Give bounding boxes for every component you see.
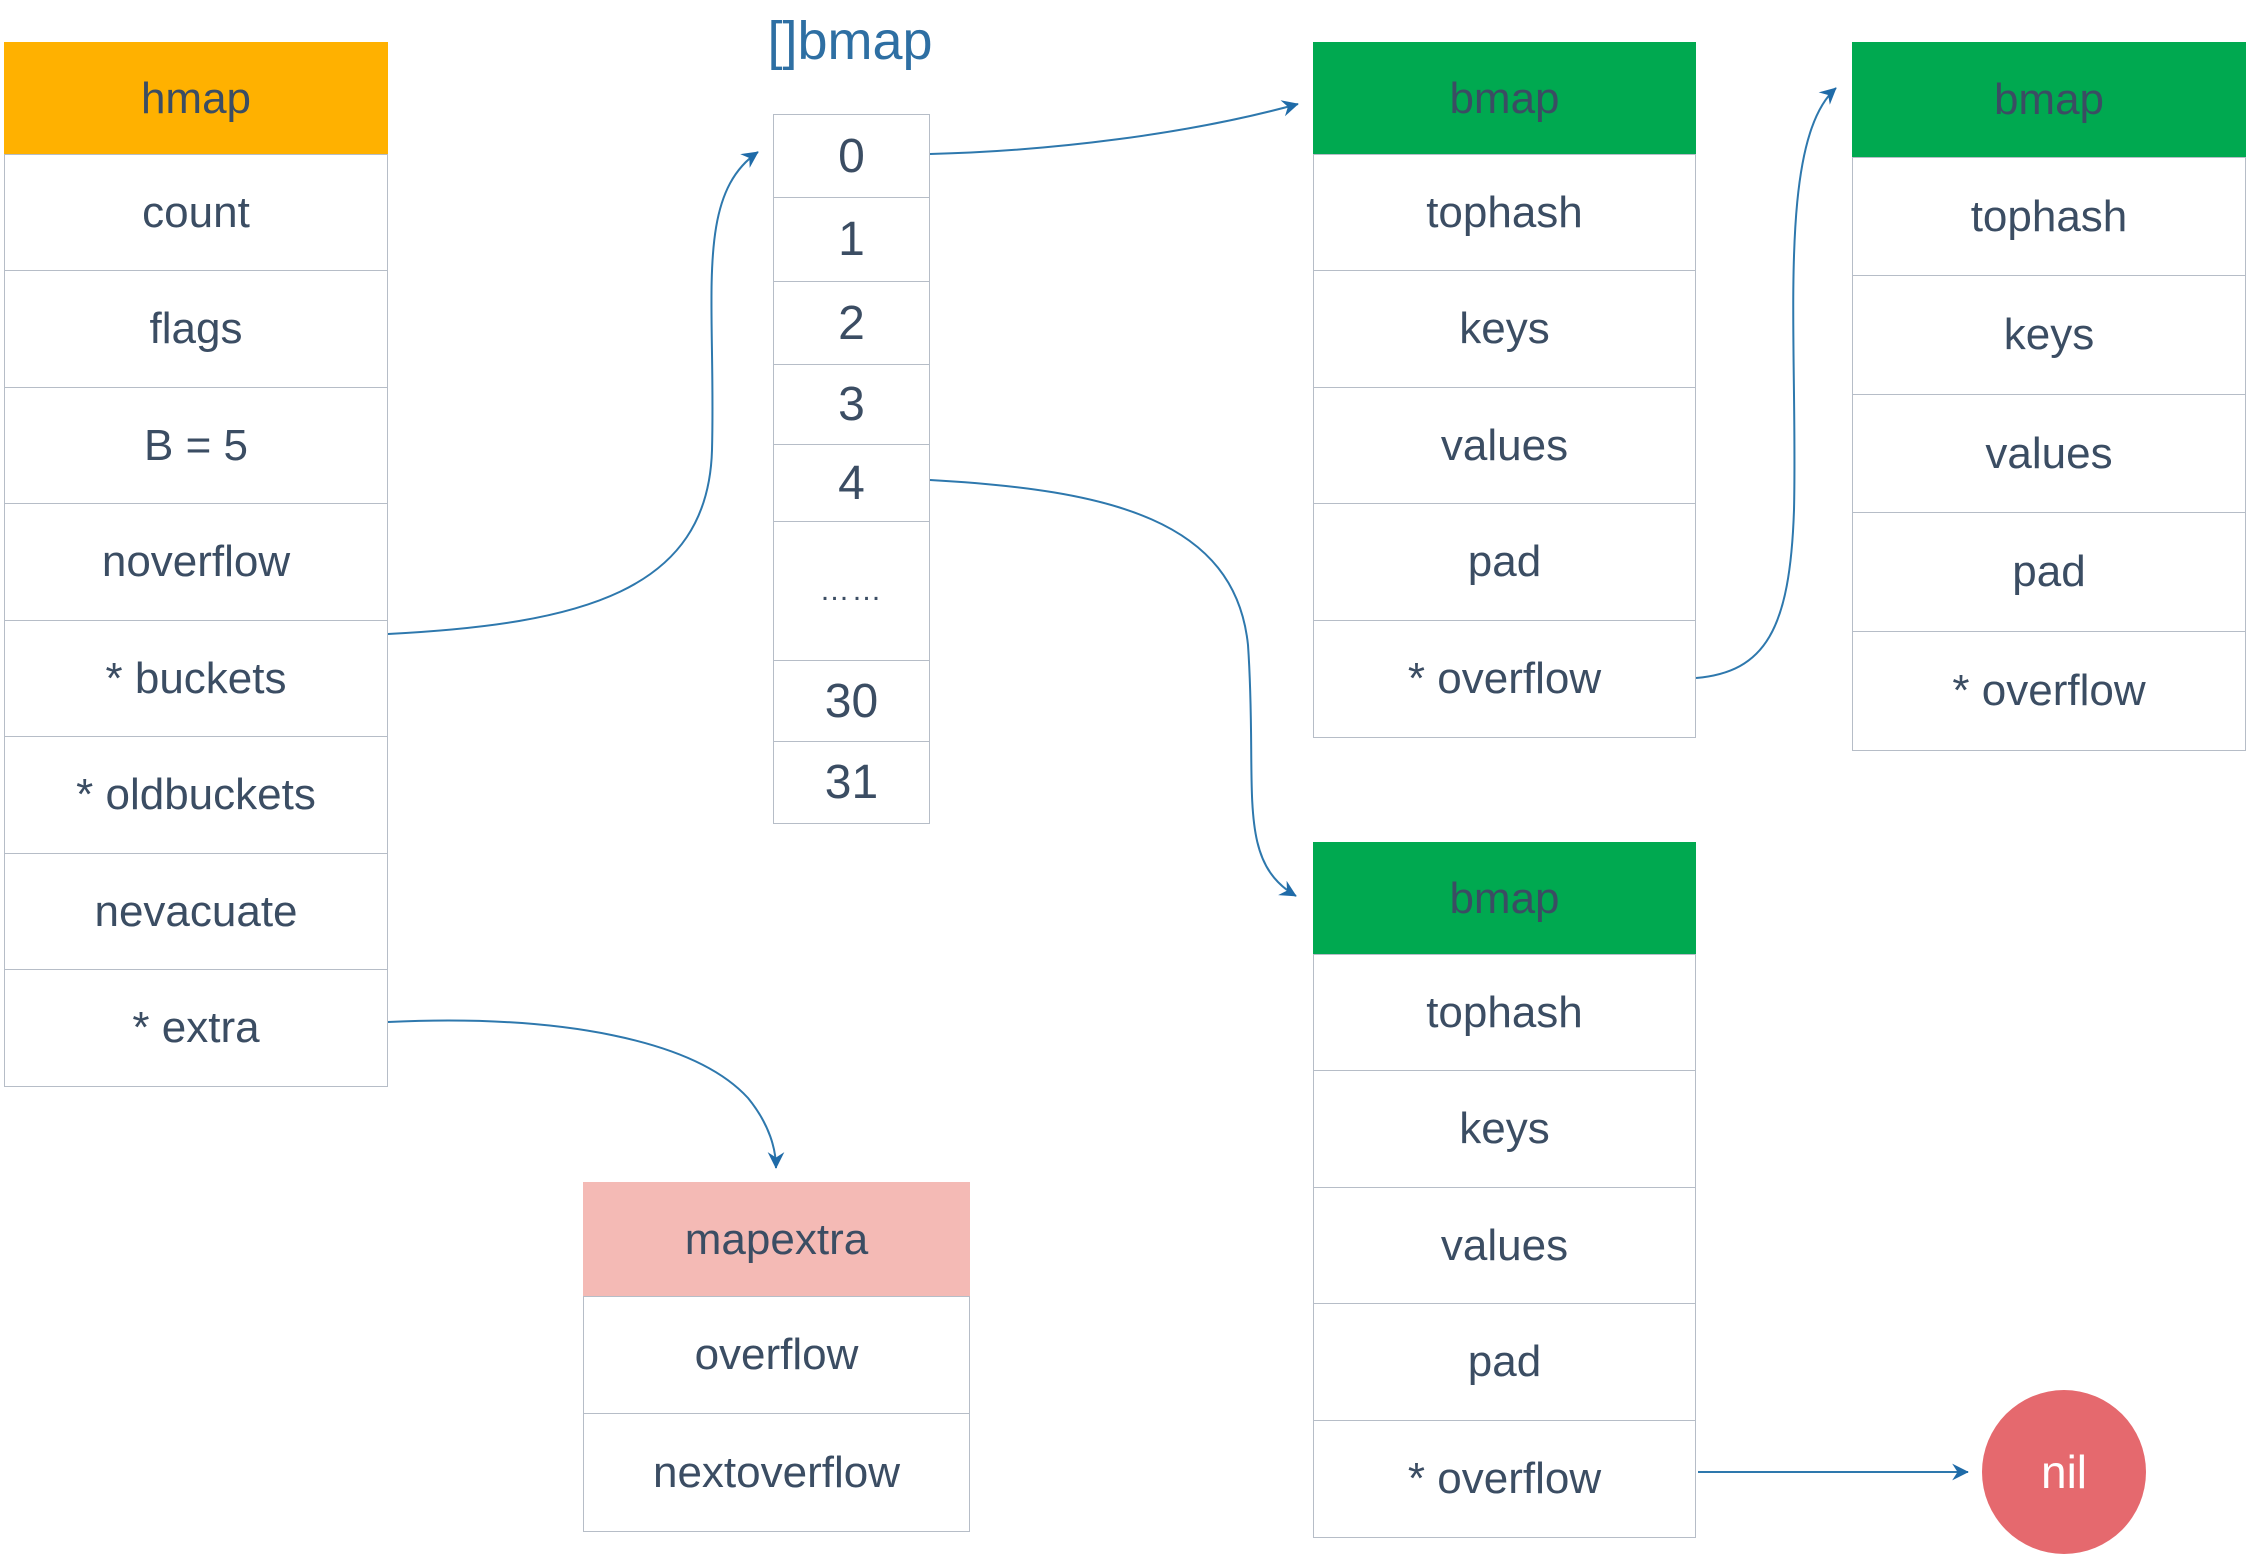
- bmap2-row-tophash: tophash: [1852, 156, 2246, 277]
- mapextra-struct: mapextra overflow nextoverflow: [583, 1182, 970, 1532]
- bmap3-header: bmap: [1313, 842, 1696, 955]
- bmap2-row-overflow: * overflow: [1852, 630, 2246, 751]
- bmap2-row-values: values: [1852, 393, 2246, 514]
- hmap-row-nevacuate: nevacuate: [4, 852, 388, 971]
- hmap-row-b: B = 5: [4, 386, 388, 505]
- bucket-cell-1: 1: [773, 197, 930, 282]
- bmap3-row-tophash: tophash: [1313, 953, 1696, 1072]
- mapextra-header: mapextra: [583, 1182, 970, 1297]
- bmap1-row-overflow: * overflow: [1313, 619, 1696, 738]
- hmap-row-oldbuckets: * oldbuckets: [4, 736, 388, 854]
- hmap-row-flags: flags: [4, 270, 388, 388]
- hmap-struct: hmap count flags B = 5 noverflow * bucke…: [4, 42, 388, 1087]
- bmap3-row-values: values: [1313, 1186, 1696, 1305]
- hmap-row-extra: * extra: [4, 969, 388, 1087]
- bmap-struct-2: bmap tophash keys values pad * overflow: [1852, 42, 2246, 751]
- bmap3-row-pad: pad: [1313, 1303, 1696, 1421]
- bmap3-row-keys: keys: [1313, 1070, 1696, 1188]
- bmap-struct-1: bmap tophash keys values pad * overflow: [1313, 42, 1696, 738]
- bucket-cell-ellipsis: ……: [773, 521, 930, 661]
- nil-node: nil: [1982, 1390, 2146, 1554]
- bucket-array-title: []bmap: [767, 11, 933, 71]
- bmap3-row-overflow: * overflow: [1313, 1419, 1696, 1538]
- arrow-extra-to-mapextra: [387, 1019, 785, 1169]
- bmap1-header: bmap: [1313, 42, 1696, 155]
- arrow-buckets-to-array: [387, 151, 759, 635]
- hmap-row-noverflow: noverflow: [4, 503, 388, 621]
- bmap2-row-pad: pad: [1852, 512, 2246, 632]
- bmap2-row-keys: keys: [1852, 275, 2246, 395]
- bmap1-row-keys: keys: [1313, 270, 1696, 388]
- mapextra-row-nextoverflow: nextoverflow: [583, 1413, 970, 1532]
- bucket-cell-30: 30: [773, 659, 930, 743]
- bucket-cell-0: 0: [773, 113, 930, 199]
- arrow-array4-to-bmap3: [929, 479, 1297, 897]
- hmap-row-count: count: [4, 153, 388, 272]
- arrow-overflow-to-bmap2: [1695, 87, 1837, 679]
- hmap-header: hmap: [4, 42, 388, 155]
- bmap1-row-pad: pad: [1313, 503, 1696, 621]
- mapextra-row-overflow: overflow: [583, 1295, 970, 1415]
- bucket-cell-4: 4: [773, 443, 930, 523]
- bucket-cell-2: 2: [773, 280, 930, 366]
- bmap1-row-values: values: [1313, 386, 1696, 505]
- bmap2-header: bmap: [1852, 42, 2246, 158]
- bucket-cell-3: 3: [773, 364, 930, 445]
- bmap1-row-tophash: tophash: [1313, 153, 1696, 272]
- bucket-array: 0 1 2 3 4 …… 30 31: [773, 113, 930, 824]
- arrow-array0-to-bmap1: [929, 100, 1299, 155]
- bmap-struct-3: bmap tophash keys values pad * overflow: [1313, 842, 1696, 1538]
- bucket-cell-31: 31: [773, 741, 930, 824]
- hmap-row-buckets: * buckets: [4, 619, 388, 738]
